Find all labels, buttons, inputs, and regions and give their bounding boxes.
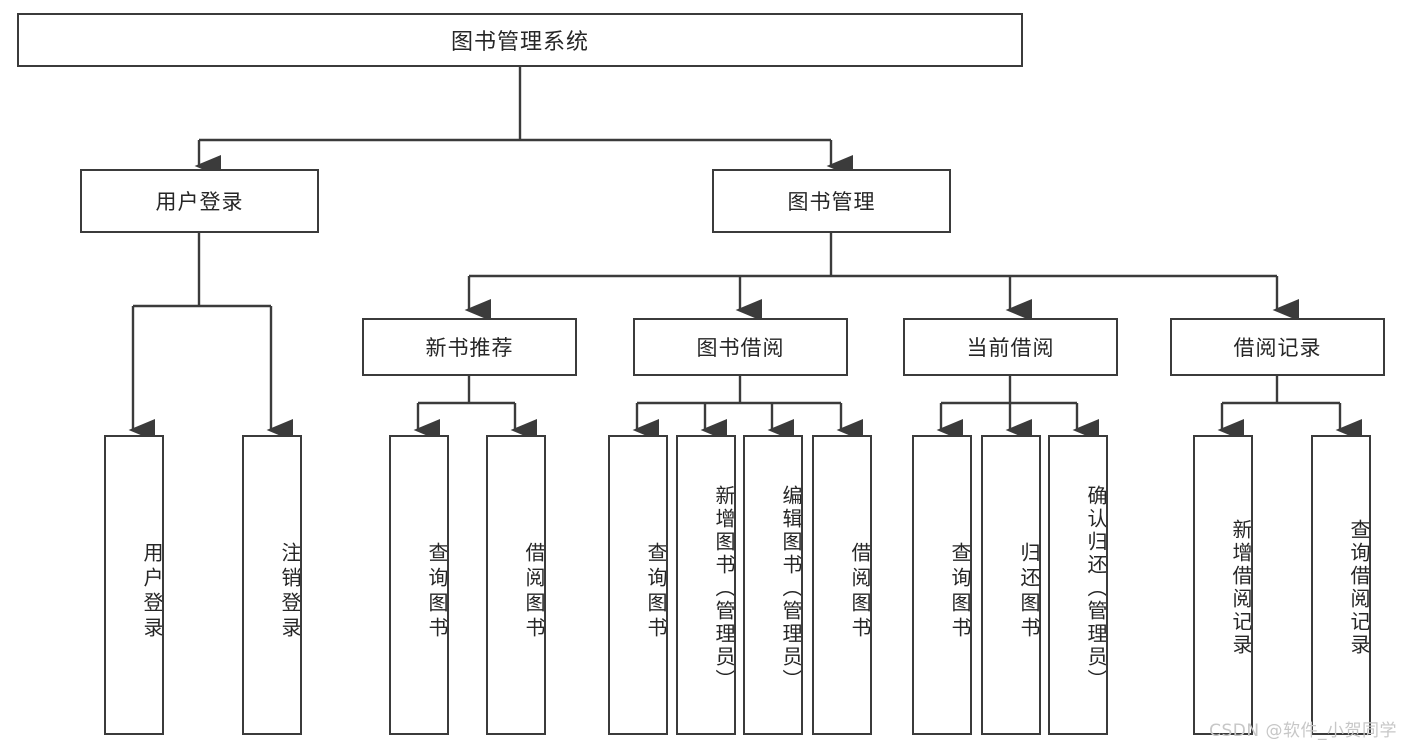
- leaf-return-book[interactable]: 归还图书: [981, 435, 1041, 735]
- leaf-query-book-recommend[interactable]: 查询图书: [389, 435, 449, 735]
- node-root[interactable]: 图书管理系统: [17, 13, 1023, 67]
- node-borrow-record[interactable]: 借阅记录: [1170, 318, 1385, 376]
- leaf-logout[interactable]: 注销登录: [242, 435, 302, 735]
- leaf-user-login[interactable]: 用户登录: [104, 435, 164, 735]
- leaf-confirm-return-admin[interactable]: 确认归还（管理员）: [1048, 435, 1108, 735]
- node-book-management[interactable]: 图书管理: [712, 169, 951, 233]
- node-new-book-recommend[interactable]: 新书推荐: [362, 318, 577, 376]
- leaf-borrow-book[interactable]: 借阅图书: [812, 435, 872, 735]
- node-user-login[interactable]: 用户登录: [80, 169, 319, 233]
- node-book-borrow[interactable]: 图书借阅: [633, 318, 848, 376]
- leaf-borrow-book-recommend[interactable]: 借阅图书: [486, 435, 546, 735]
- leaf-query-borrow-record[interactable]: 查询借阅记录: [1311, 435, 1371, 735]
- leaf-add-borrow-record[interactable]: 新增借阅记录: [1193, 435, 1253, 735]
- node-current-borrow[interactable]: 当前借阅: [903, 318, 1118, 376]
- leaf-query-book-current[interactable]: 查询图书: [912, 435, 972, 735]
- leaf-query-book-borrow[interactable]: 查询图书: [608, 435, 668, 735]
- csdn-watermark: CSDN @软件_小贺同学: [1209, 721, 1397, 741]
- leaf-edit-book-admin[interactable]: 编辑图书（管理员）: [743, 435, 803, 735]
- leaf-add-book-admin[interactable]: 新增图书（管理员）: [676, 435, 736, 735]
